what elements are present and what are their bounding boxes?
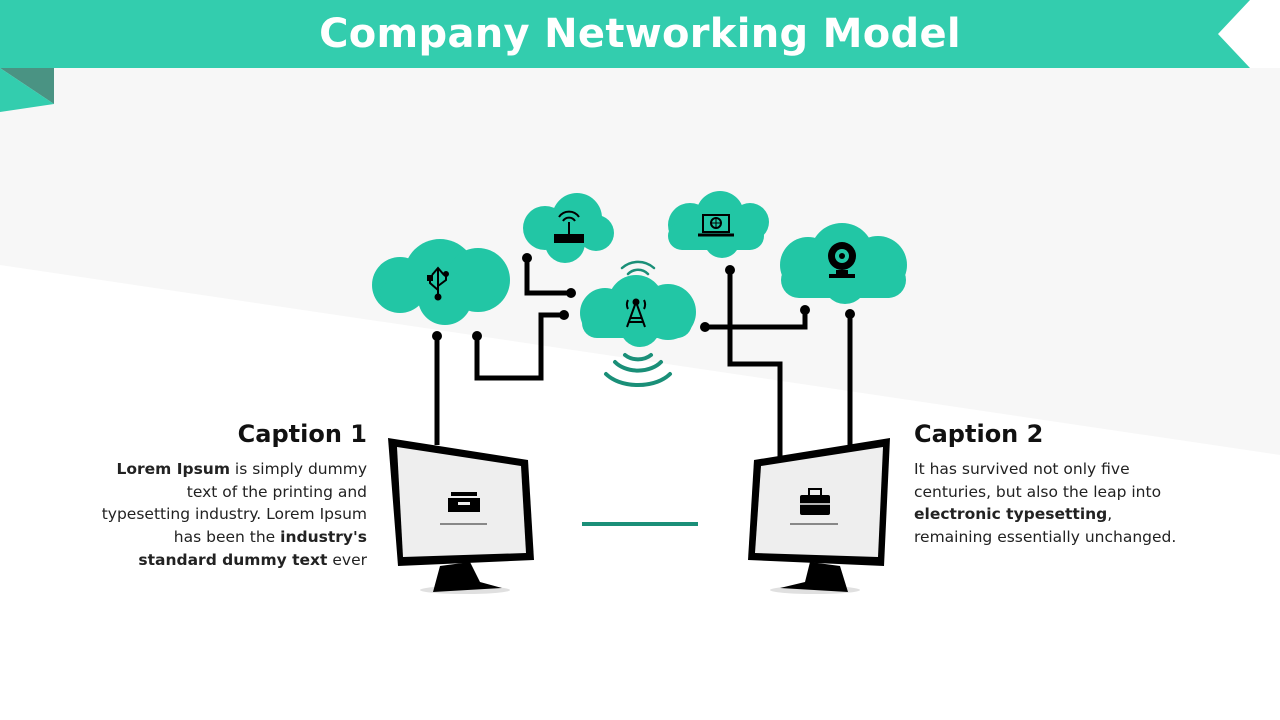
caption-1-text-2: ever: [327, 550, 367, 569]
laptop-cloud: [668, 191, 769, 258]
caption-1-bold-2: industry's standard dummy text: [138, 528, 367, 569]
caption-1-bold-1: Lorem Ipsum: [116, 460, 230, 478]
router-cloud: [523, 193, 614, 263]
usb-cloud: [372, 239, 510, 325]
caption-2-body: It has survived not only five centuries,…: [914, 458, 1184, 549]
line-router-tower: [524, 258, 571, 296]
laptop-globe-icon: [698, 214, 734, 237]
connection-dots: [432, 253, 855, 341]
caption-2-title: Caption 2: [914, 420, 1044, 448]
line-laptop-right-monitor: [727, 270, 783, 460]
page-title: Company Networking Model: [319, 11, 961, 57]
caption-1-body: Lorem Ipsum is simply dummy text of the …: [100, 458, 367, 572]
webcam-icon: [828, 242, 856, 278]
right-monitor: [748, 438, 890, 594]
caption-1-title: Caption 1: [237, 420, 367, 448]
caption-2-text-2: , remaining essentially unchanged.: [914, 505, 1177, 547]
briefcase-icon: [790, 488, 838, 525]
line-tower-webcam: [705, 310, 808, 330]
title-banner: [0, 0, 1250, 68]
line-usb-tower: [474, 312, 564, 381]
corner-fold: [0, 68, 54, 112]
cabinet-icon: [440, 492, 487, 525]
caption-1-text-1: is simply dummy text of the printing and…: [101, 460, 367, 547]
tower-cloud: [580, 275, 696, 347]
router-icon: [554, 210, 584, 243]
signal-tower-icon: [625, 298, 647, 328]
left-monitor: [388, 438, 534, 594]
caption-2-text-1: It has survived not only five centuries,…: [914, 460, 1162, 501]
wifi-waves-bottom: [604, 353, 672, 388]
caption-2-bold-1: electronic typesetting: [914, 505, 1108, 524]
wifi-waves-top: [620, 260, 656, 276]
usb-icon: [427, 266, 449, 301]
connection-lines: [434, 258, 853, 460]
